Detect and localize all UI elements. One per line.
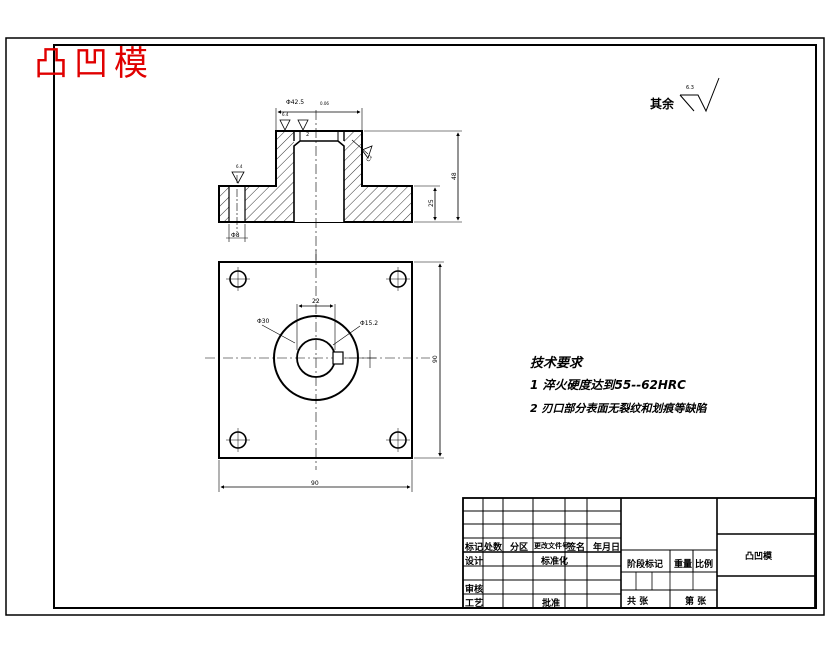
tb-date: 年月日 [593,543,621,553]
dim-height-total: 48 [451,172,458,180]
tb-drawing-name: 凸凹模 [745,552,773,562]
tb-sheet-no: 第 张 [685,597,707,607]
plan-view [205,250,444,492]
roughness-top-value: 6.4 [282,112,289,117]
dim-bottom: 90 [311,480,319,487]
dim-chamfer: 2 [306,132,309,138]
tb-count: 处数 [484,543,503,553]
tb-zone: 分区 [510,543,529,553]
corner-hole-bl [226,428,250,452]
dim-top-width: Φ42.5 [286,99,304,106]
tb-check: 审核 [465,585,484,595]
roughness-value: 6.3 [686,85,694,91]
dim-outer-dia: Φ30 [257,318,270,325]
roughness-left-value: 6.4 [236,164,243,169]
tb-standard: 标准化 [541,557,569,567]
corner-hole-tr [386,267,410,291]
dim-bore: Φ8 [231,232,240,239]
tb-design: 设计 [465,557,484,567]
dim-side: 90 [432,355,439,363]
dim-key-width: 22 [312,298,320,305]
drawing-title-watermark: 凸凹模 [34,44,154,84]
tb-doc-no: 更改文件号 [534,542,569,550]
tech-req-heading: 技术要求 [530,356,583,371]
tb-stage-mark: 阶段标记 [627,560,664,570]
roughness-other-symbol: 6.3 [679,77,720,113]
roughness-label: 其余 [650,96,675,111]
outer-border [5,37,825,616]
title-block-grid [462,497,816,609]
tb-rev-mark: 标记 [465,543,484,553]
tech-req-line-1: 1 淬火硬度达到55--62HRC [530,378,686,392]
dim-angle: C2 [366,154,375,163]
front-section-view [218,108,462,262]
tech-req-line-2: 2 刃口部分表面无裂纹和划痕等缺陷 [530,402,707,415]
corner-hole-tl [226,267,250,291]
dim-top-tol: 0.06 [320,101,329,106]
tb-approve: 批准 [542,599,561,609]
tb-sign: 签名 [567,543,586,553]
tb-sheets-total: 共 张 [627,597,649,607]
tb-weight: 重量 [674,560,693,570]
corner-hole-br [386,428,410,452]
tb-scale: 比例 [695,560,714,570]
dim-height-flange: 25 [428,199,435,207]
inner-border [53,44,817,609]
tb-process: 工艺 [465,599,484,609]
dim-inner-dia: Φ15.2 [360,320,378,327]
